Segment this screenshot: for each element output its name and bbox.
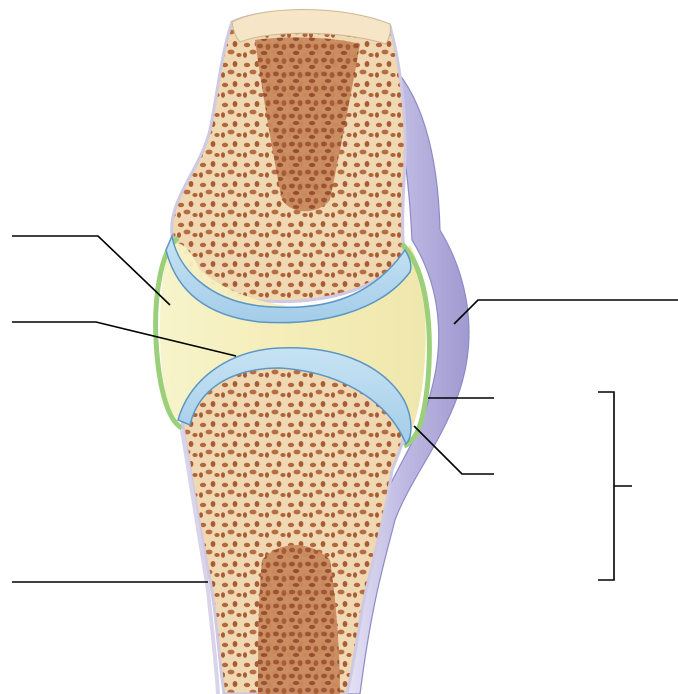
joint-cavity-pointer — [12, 236, 170, 305]
lower-medullary-cavity — [258, 545, 340, 694]
articular-capsule-bracket — [598, 392, 632, 580]
ligament-pointer — [454, 300, 678, 324]
